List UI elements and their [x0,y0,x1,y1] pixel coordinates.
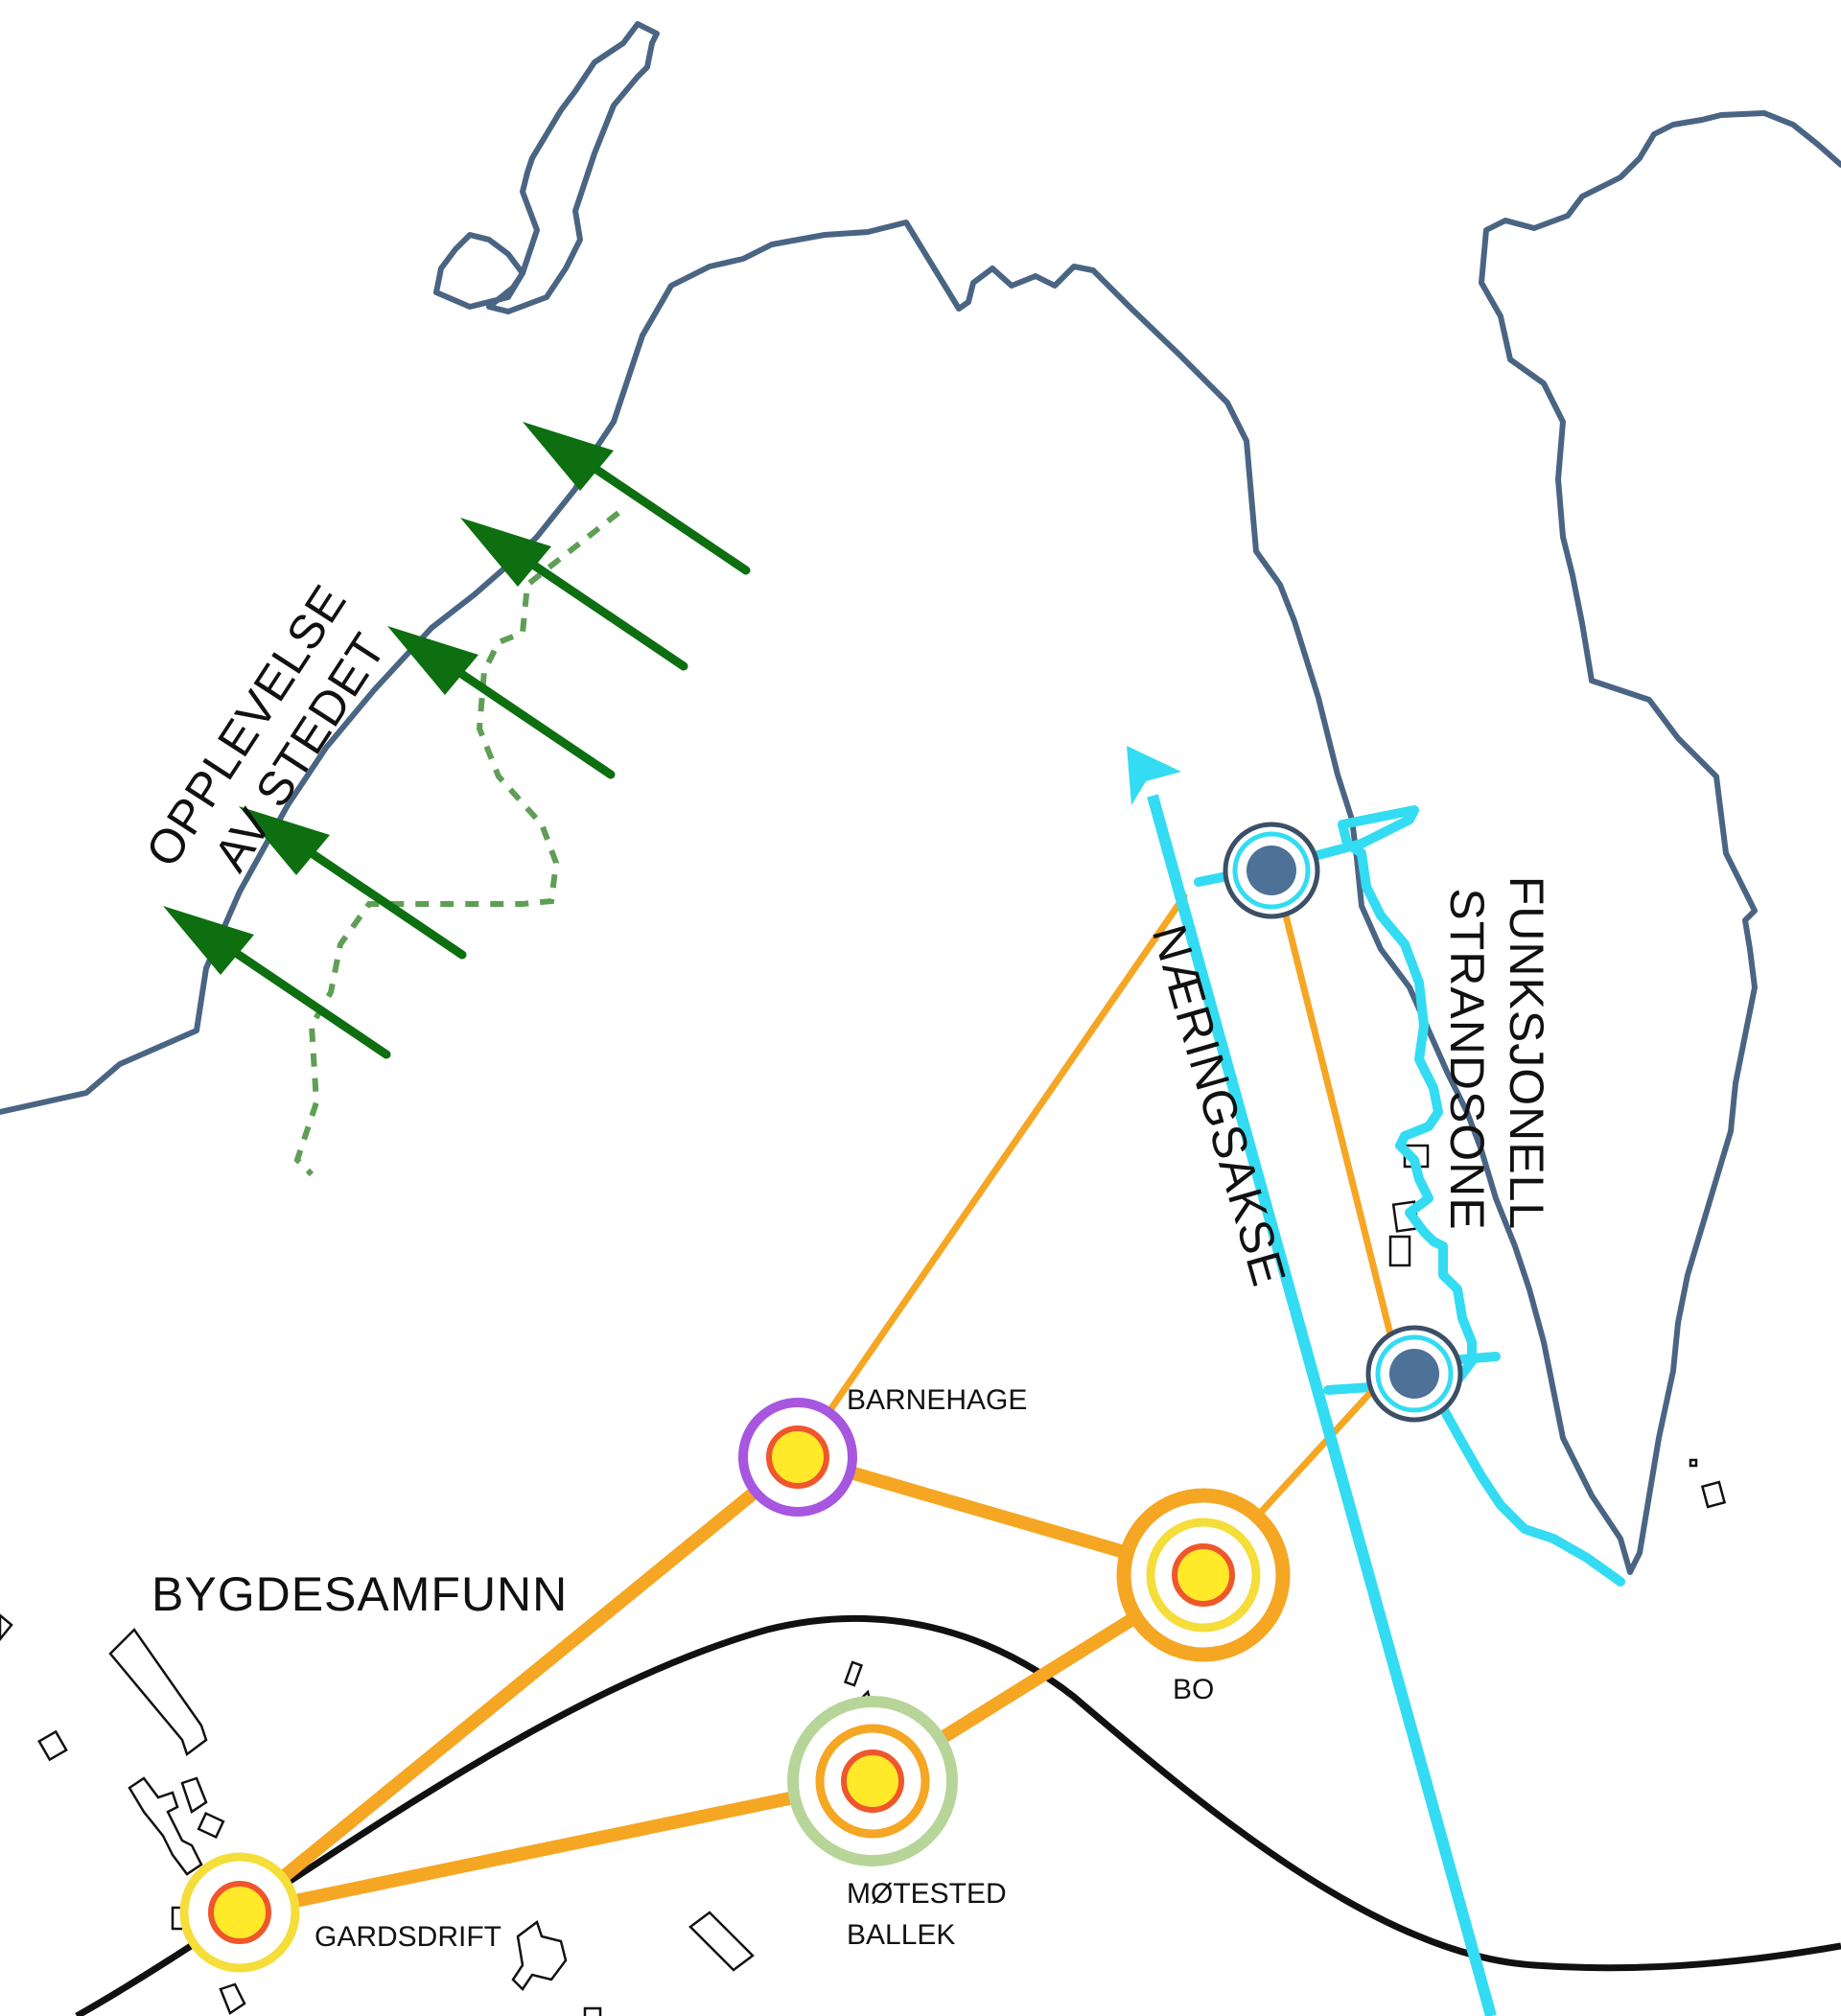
node-gardsdrift[interactable] [179,1852,300,1973]
view-arrow [163,906,391,1059]
building [688,1911,755,1972]
label-funksjonell-strandsone: FUNKSJONELL STRANDSONE [1440,876,1553,1242]
label-barnehage: BARNEHAGE [847,1384,1027,1416]
link-gardsdrift-motested [233,1774,879,1919]
walking-trail [293,510,620,1177]
coastline-northern-peninsula [486,21,660,314]
buildings [0,1144,1727,2016]
label-opplevelse-av-stedet: OPPLEVELSE AV STEDET [135,564,414,909]
building [0,1613,13,1642]
label-bo: BO [1173,1674,1214,1705]
node-motested[interactable] [787,1696,958,1866]
building [180,1776,208,1814]
view-arrow [387,626,616,779]
building [843,1660,864,1687]
label-motested-line1: MØTESTED [847,1878,1007,1910]
building [1689,1458,1698,1468]
node-south-shore[interactable] [1365,1325,1463,1423]
label-motested: MØTESTED BALLEK [847,1878,1014,1951]
coastline-islet [433,232,525,310]
building [583,2006,602,2016]
building [108,1628,208,1757]
label-funksjonell-line2: STRANDSONE [1440,888,1494,1230]
business-axis-arrow [1127,746,1497,2016]
view-arrow [523,422,751,575]
coastline-mainland [0,110,1841,1575]
building [128,1776,203,1876]
view-arrows [163,422,751,1059]
building [197,1811,225,1840]
road [75,1614,1841,2016]
view-arrow [239,806,467,960]
building [511,1919,568,1991]
view-arrow [460,518,688,671]
building [219,1982,246,2015]
building [1388,1235,1411,1267]
link-gardsdrift-barnehage [233,1450,804,1919]
label-motested-line2: BALLEK [847,1919,955,1951]
label-bygdesamfunn: BYGDESAMFUNN [151,1567,568,1621]
label-funksjonell-line1: FUNKSJONELL [1500,876,1553,1229]
label-gardsdrift: GARDSDRIFT [315,1921,501,1953]
coastline [0,21,1841,1575]
building [37,1729,68,1762]
node-barnehage[interactable] [738,1398,857,1517]
node-bo[interactable] [1116,1488,1291,1662]
label-naeringsakse: NÆRINGSAKSE [1142,919,1296,1292]
link-barnehage-north [794,892,1188,1461]
building [1700,1480,1727,1509]
link-nodes-vertical [1277,892,1396,1346]
node-north-shore[interactable] [1223,822,1320,919]
